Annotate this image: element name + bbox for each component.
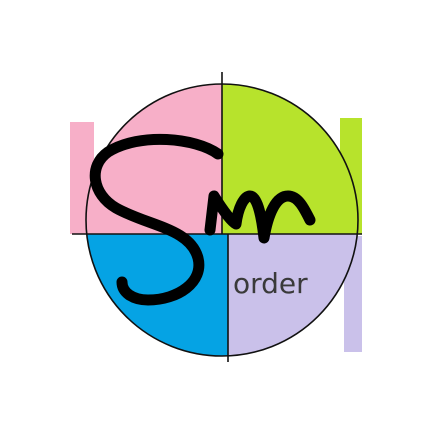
wordmark-text: order xyxy=(233,267,308,300)
handwritten-sm-initials xyxy=(89,133,316,306)
